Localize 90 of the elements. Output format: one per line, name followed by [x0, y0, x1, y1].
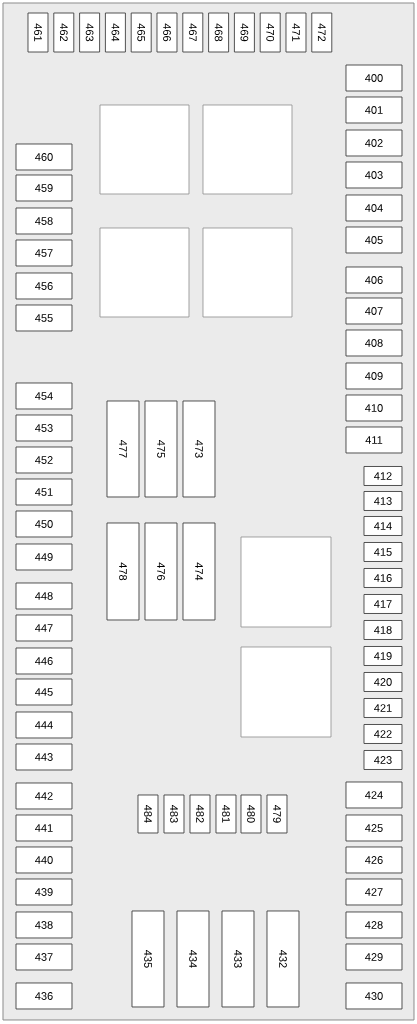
- fuse: 405: [345, 226, 403, 254]
- fuse: 430: [345, 982, 403, 1010]
- fuse: 477: [106, 400, 140, 498]
- fuse: 463: [79, 12, 101, 53]
- fuse: 441: [15, 814, 73, 842]
- fuse: 476: [144, 522, 178, 621]
- fuse: 403: [345, 161, 403, 189]
- fuse: 432: [266, 910, 300, 1008]
- relay-box: [99, 104, 190, 195]
- relay-box: [202, 227, 293, 318]
- fuse: 425: [345, 814, 403, 842]
- fuse: 422: [363, 724, 403, 744]
- fuse: 461: [27, 12, 49, 53]
- fuse: 415: [363, 542, 403, 562]
- fuse: 466: [156, 12, 178, 53]
- fuse: 481: [215, 794, 237, 834]
- relay-box: [99, 227, 190, 318]
- fuse: 438: [15, 911, 73, 939]
- fuse: 429: [345, 943, 403, 971]
- fuse: 460: [15, 143, 73, 171]
- fuse: 448: [15, 582, 73, 610]
- fuse: 480: [240, 794, 262, 834]
- fuse: 404: [345, 194, 403, 222]
- relay-box: [240, 646, 332, 738]
- fuse: 483: [163, 794, 185, 834]
- fuse: 479: [266, 794, 288, 834]
- fuse: 434: [176, 910, 210, 1008]
- fuse: 462: [53, 12, 75, 53]
- fuse: 470: [259, 12, 281, 53]
- fuse: 467: [182, 12, 204, 53]
- fuse: 442: [15, 782, 73, 810]
- fuse: 406: [345, 266, 403, 294]
- fuse: 475: [144, 400, 178, 498]
- fuse: 407: [345, 297, 403, 325]
- fuse: 456: [15, 272, 73, 300]
- fuse: 444: [15, 711, 73, 739]
- fuse: 474: [182, 522, 216, 621]
- fuse: 468: [208, 12, 230, 53]
- fuse: 428: [345, 911, 403, 939]
- fuse: 455: [15, 304, 73, 332]
- fuse: 484: [137, 794, 159, 834]
- fuse: 412: [363, 466, 403, 486]
- relay-box: [240, 536, 332, 628]
- relay-box: [202, 104, 293, 195]
- fuse: 402: [345, 129, 403, 157]
- fuse: 424: [345, 781, 403, 809]
- fuse: 427: [345, 878, 403, 906]
- fuse: 421: [363, 698, 403, 718]
- fuse: 410: [345, 394, 403, 422]
- fuse: 464: [104, 12, 126, 53]
- fuse: 436: [15, 982, 73, 1010]
- fuse: 411: [345, 426, 403, 454]
- fuse: 401: [345, 96, 403, 124]
- fuse: 443: [15, 743, 73, 771]
- fuse: 459: [15, 174, 73, 202]
- fuse: 454: [15, 382, 73, 410]
- fuse: 418: [363, 620, 403, 640]
- fuse: 408: [345, 329, 403, 357]
- fuse: 445: [15, 678, 73, 706]
- fuse: 458: [15, 207, 73, 235]
- fuse: 437: [15, 943, 73, 971]
- fuse: 423: [363, 750, 403, 770]
- fuse: 457: [15, 239, 73, 267]
- fuse: 473: [182, 400, 216, 498]
- fuse: 451: [15, 478, 73, 506]
- fuse: 416: [363, 568, 403, 588]
- fuse: 417: [363, 594, 403, 614]
- fuse: 472: [311, 12, 333, 53]
- fuse: 450: [15, 510, 73, 538]
- fuse: 449: [15, 543, 73, 571]
- fuse: 482: [189, 794, 211, 834]
- fuse: 469: [233, 12, 255, 53]
- fuse: 414: [363, 516, 403, 536]
- fuse: 420: [363, 672, 403, 692]
- fuse: 426: [345, 846, 403, 874]
- fuse: 478: [106, 522, 140, 621]
- fuse: 433: [221, 910, 255, 1008]
- fuse: 400: [345, 64, 403, 92]
- fuse: 413: [363, 491, 403, 511]
- fuse: 465: [130, 12, 152, 53]
- fuse: 453: [15, 414, 73, 442]
- fuse: 471: [285, 12, 307, 53]
- fuse: 419: [363, 646, 403, 666]
- fuse: 409: [345, 362, 403, 390]
- fuse: 435: [131, 910, 165, 1008]
- fuse: 447: [15, 614, 73, 642]
- fuse: 446: [15, 647, 73, 675]
- fuse: 440: [15, 846, 73, 874]
- fuse: 439: [15, 878, 73, 906]
- fuse: 452: [15, 446, 73, 474]
